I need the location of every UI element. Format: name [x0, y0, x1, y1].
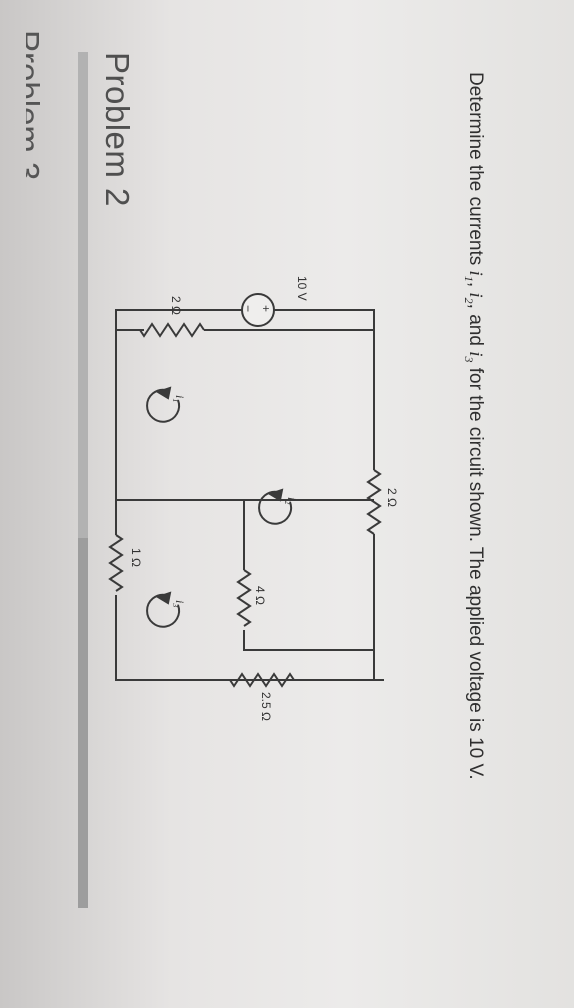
- resistor-bottom-1ohm: [108, 534, 124, 592]
- mesh2-arrow: [258, 490, 293, 525]
- mesh1-arrow: [146, 388, 181, 423]
- label-r-left: 2 Ω: [169, 296, 183, 315]
- mesh3-arrow: [146, 593, 181, 628]
- mesh-current-arrows: [146, 386, 293, 628]
- mesh-current-labels: i1 i2 i3: [171, 395, 299, 607]
- source-plus: +: [259, 305, 273, 312]
- mesh2-label: i2: [283, 497, 299, 504]
- label-r-1ohm: 1 Ω: [129, 548, 143, 567]
- mesh1-arrowhead: [155, 386, 172, 400]
- resistors: [108, 322, 382, 688]
- mesh1-label: i1: [171, 395, 187, 402]
- source-voltage-label: 10 V: [295, 276, 309, 301]
- mesh2-arrowhead: [267, 488, 284, 502]
- resistor-left-2ohm: [139, 322, 205, 338]
- wire-source-bot: [274, 309, 375, 330]
- wire-right-frame: [115, 650, 375, 681]
- resistor-labels: 2 Ω 2 Ω 4 Ω 1 Ω 2.5 Ω: [129, 296, 399, 721]
- label-r-4ohm: 4 Ω: [253, 586, 267, 605]
- source-minus: −: [241, 305, 255, 312]
- resistor-mid-4ohm: [236, 569, 252, 627]
- mesh3-label: i3: [171, 600, 187, 607]
- resistor-right-2p5ohm: [229, 672, 295, 688]
- label-r-2p5ohm: 2.5 Ω: [259, 692, 273, 721]
- voltage-source: + − 10 V: [241, 276, 309, 327]
- wire-4ohm-right: [243, 630, 374, 651]
- label-r-top: 2 Ω: [385, 488, 399, 507]
- wire-top-2: [373, 534, 384, 681]
- resistor-top-2ohm: [366, 469, 382, 535]
- mesh3-arrowhead: [155, 591, 172, 605]
